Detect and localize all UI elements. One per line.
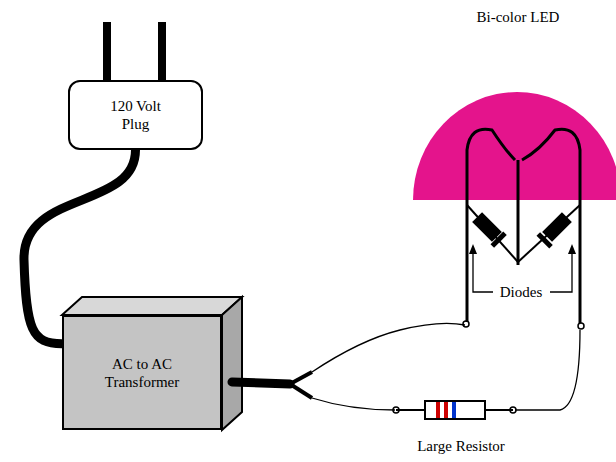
led-lead — [466, 200, 469, 322]
part-label: Bi-color LED — [475, 8, 562, 26]
diode-symbol — [467, 205, 518, 262]
led-internal-wire — [467, 129, 580, 265]
resistor-band — [436, 402, 440, 418]
transformer-box: AC to AC Transformer — [62, 315, 222, 430]
cord-split — [290, 384, 312, 398]
plug-prong — [158, 22, 166, 82]
box-text: AC to AC Transformer — [92, 355, 192, 391]
wire — [515, 330, 580, 410]
box-text: 120 Volt Plug — [100, 97, 172, 133]
wire — [312, 323, 465, 372]
led-lead — [579, 200, 582, 323]
part-label: Large Resistor — [415, 437, 507, 455]
cord-split — [290, 372, 312, 384]
resistor-band — [444, 402, 448, 418]
transformer-top — [62, 297, 242, 315]
output-cord — [232, 382, 290, 384]
resistor-symbol — [425, 401, 485, 419]
resistor-lead — [396, 409, 425, 411]
resistor-band — [452, 402, 456, 418]
led-dome — [413, 92, 616, 200]
plug-prong — [103, 22, 111, 82]
plug-box: 120 Volt Plug — [68, 80, 203, 150]
resistor-lead — [485, 409, 513, 411]
wire-joint — [393, 321, 584, 413]
callout-arrowhead — [568, 244, 576, 254]
transformer-side — [222, 297, 242, 430]
diode-symbol — [518, 205, 580, 262]
callout-label: Diodes — [498, 283, 545, 301]
callout-arrowhead — [469, 244, 477, 254]
wire — [312, 398, 395, 410]
